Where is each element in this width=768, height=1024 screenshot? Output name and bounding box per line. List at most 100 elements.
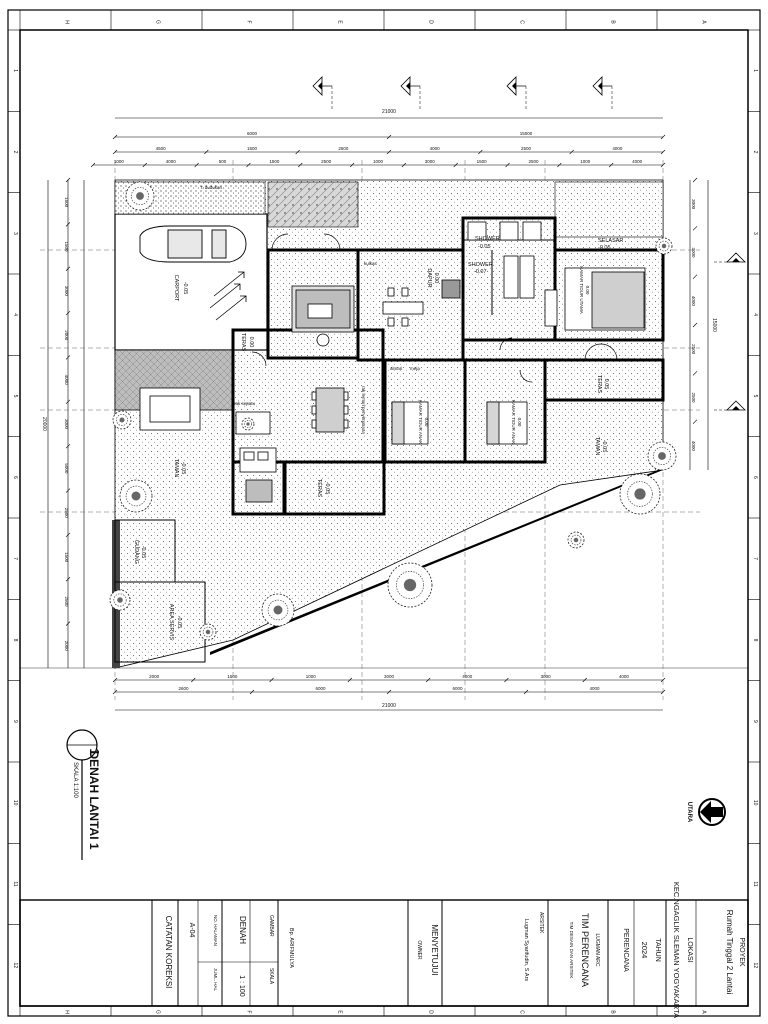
ruler-letter: A bbox=[701, 1010, 707, 1014]
dimension-label: 2500 bbox=[321, 159, 332, 164]
tree-icon bbox=[261, 593, 295, 627]
dimension-label: 4000 bbox=[619, 674, 630, 679]
dimension-label: 3000 bbox=[541, 674, 552, 679]
overall-dim-left: 20000 bbox=[41, 417, 47, 431]
room-level: -0.05 bbox=[182, 282, 188, 295]
ruler-number: 9 bbox=[752, 720, 758, 723]
section-marker-icon bbox=[712, 400, 746, 411]
lokasi-label: LOKASI bbox=[686, 937, 693, 962]
dimension-tick bbox=[65, 266, 71, 271]
ruler-number: 5 bbox=[752, 395, 758, 398]
tree-icon bbox=[109, 589, 131, 611]
right-garden bbox=[554, 181, 664, 238]
front-stone bbox=[267, 181, 359, 228]
ruler-number: 8 bbox=[12, 639, 18, 642]
ruler-number: 12 bbox=[752, 963, 758, 969]
ruler-letter: D bbox=[428, 1010, 434, 1014]
dimension-tick bbox=[204, 149, 209, 155]
dimension-label: 2500 bbox=[64, 508, 69, 519]
room-level: -0.05 bbox=[140, 546, 146, 559]
dimension-tick bbox=[65, 177, 71, 183]
dimension-label: 6000 bbox=[452, 686, 463, 691]
dimension-label: 2000 bbox=[149, 674, 160, 679]
overall-dim-bottom: 21000 bbox=[382, 703, 396, 709]
dimension-tick bbox=[692, 419, 698, 424]
room-label: KAMAR TIDUR ANAK bbox=[418, 400, 423, 444]
dimension-tick bbox=[65, 621, 71, 626]
room-label: AREA SERVIS bbox=[168, 604, 174, 641]
ruler-number: 11 bbox=[752, 881, 758, 886]
dimension-label: 500 bbox=[219, 159, 227, 164]
owner-label: OWNER bbox=[416, 940, 422, 960]
dimension-label: 4000 bbox=[632, 159, 643, 164]
perencana-label: PERENCANA bbox=[622, 928, 629, 972]
dimension-label: 1000 bbox=[306, 674, 317, 679]
north-label: UTARA bbox=[686, 802, 692, 823]
door-swings bbox=[251, 233, 618, 383]
room-label: TAMAN bbox=[173, 459, 179, 478]
lokasi-value: KEC.NGAGLIK SLEMAN YOGYAKARTA bbox=[672, 882, 681, 1018]
dimension-tick bbox=[692, 177, 698, 183]
proyek-label: PROYEK bbox=[738, 937, 745, 967]
dimension-label: 15000 bbox=[520, 131, 533, 136]
ruler-letter: G bbox=[155, 20, 161, 24]
title-block bbox=[19, 899, 749, 1007]
room-level: 0.00 bbox=[248, 337, 254, 348]
dimension-ticks bbox=[65, 134, 698, 695]
room-label: SHOWER bbox=[475, 236, 500, 242]
dimension-label: 4000 bbox=[612, 146, 623, 151]
gambar-value: Bp. ARIFMULYA bbox=[288, 928, 294, 968]
ruler-number: 6 bbox=[12, 476, 18, 479]
dimension-label: 2500 bbox=[691, 344, 696, 355]
dimension-tick bbox=[453, 162, 458, 168]
ruler-letter: E bbox=[337, 1010, 343, 1014]
dimension-tick bbox=[692, 226, 698, 231]
dimension-label: 1500 bbox=[227, 674, 238, 679]
overall-dim-right: 15000 bbox=[711, 318, 717, 332]
ruler-letter: H bbox=[64, 1010, 70, 1014]
ruler-letter: F bbox=[246, 1010, 252, 1013]
dimension-label: 2500 bbox=[691, 392, 696, 403]
jumlah-label: JUML. HAL bbox=[213, 968, 218, 992]
misc-label: meja bbox=[410, 366, 420, 371]
menyetujui-label: MENYETUJUI bbox=[430, 924, 439, 975]
misc-label: almari bbox=[390, 366, 402, 371]
room-label: SHOWER bbox=[468, 262, 493, 268]
dimension-lines bbox=[20, 117, 748, 711]
tree-icon bbox=[387, 562, 433, 608]
dimension-label: 3000 bbox=[64, 286, 69, 297]
dimension-tick bbox=[505, 162, 510, 168]
ruler-number: 7 bbox=[12, 557, 18, 560]
tree-icon bbox=[241, 417, 255, 431]
room-label: DAPUR bbox=[426, 268, 432, 287]
misc-label: rak lemari penyimpanan bbox=[361, 386, 366, 435]
drawing-title: 1 DENAH LANTAI 1 SKALA 1:100 bbox=[66, 729, 102, 860]
tree-icon bbox=[647, 441, 677, 471]
ruler-letter: G bbox=[155, 1010, 161, 1014]
dimension-tick bbox=[142, 162, 148, 168]
room-label: TERAS bbox=[596, 375, 602, 394]
section-marker-icon bbox=[712, 252, 746, 263]
ruler-letter: A bbox=[701, 20, 707, 24]
ruler-letter: D bbox=[428, 20, 434, 24]
room-label: SELASAR bbox=[598, 238, 623, 244]
dimension-tick bbox=[65, 443, 71, 449]
north-arrow-icon bbox=[700, 801, 723, 823]
dimension-tick bbox=[65, 577, 71, 582]
dimension-tick bbox=[112, 149, 118, 155]
dimension-tick bbox=[425, 677, 431, 683]
room-label: CARPORT bbox=[173, 275, 179, 302]
dimension-label: 1500 bbox=[247, 146, 258, 151]
dimension-tick bbox=[349, 162, 355, 168]
ruler-number: 4 bbox=[12, 313, 18, 316]
dimension-label: 1500 bbox=[64, 197, 69, 208]
dimension-tick bbox=[90, 162, 96, 168]
ruler-number: 4 bbox=[752, 313, 758, 316]
room-level: -0.07 bbox=[474, 269, 487, 275]
room-level: 0.00 bbox=[433, 273, 439, 284]
dimension-tick bbox=[386, 149, 392, 155]
room-level: 0.00 bbox=[424, 418, 429, 427]
dimension-text: 21000 21000 20000 15000 bbox=[41, 109, 717, 709]
furniture bbox=[139, 221, 646, 503]
